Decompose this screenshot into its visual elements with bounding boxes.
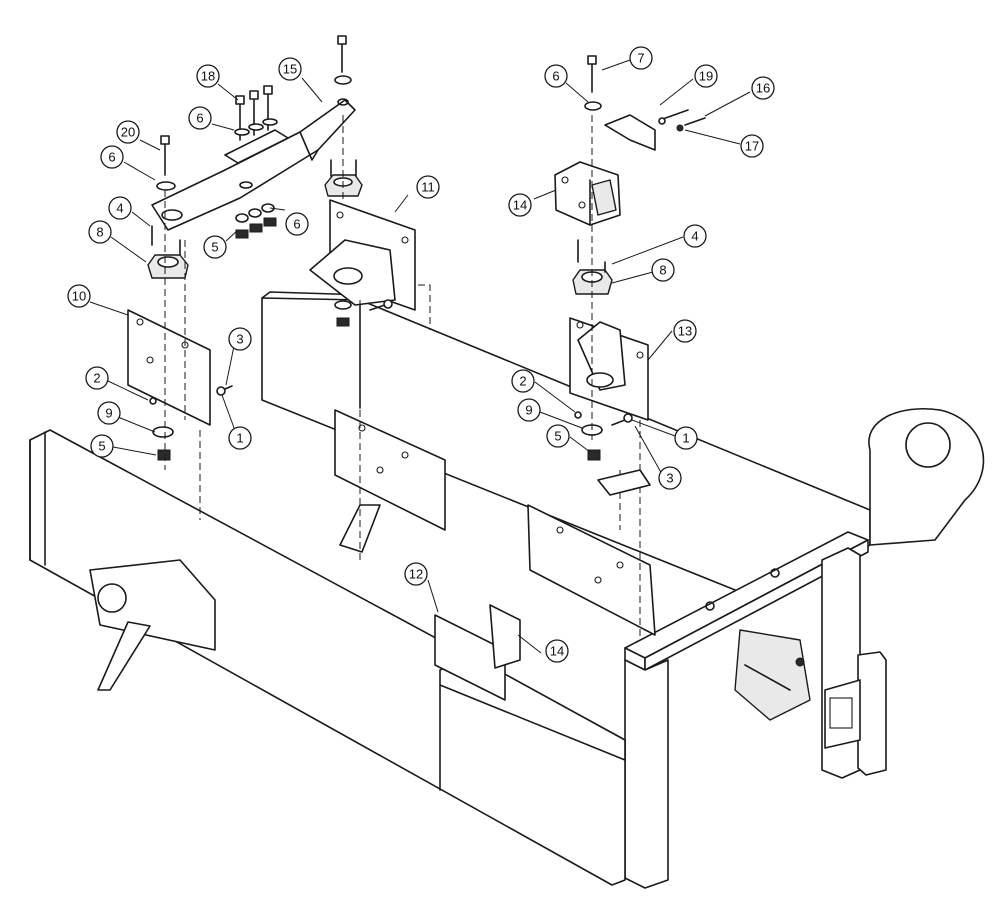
callout-9: 9 (517, 398, 541, 422)
lower-front-arm (89, 559, 216, 651)
hitch-assembly (734, 629, 811, 721)
callout-19: 19 (694, 64, 718, 88)
svg-text:18: 18 (201, 69, 215, 84)
callout-8: 8 (651, 258, 675, 282)
svg-text:5: 5 (554, 429, 561, 444)
callout-3: 3 (658, 466, 682, 490)
svg-text:14: 14 (550, 644, 564, 659)
svg-text:9: 9 (525, 403, 532, 418)
callout-7: 7 (629, 46, 653, 70)
callout-5: 5 (546, 424, 570, 448)
callout-16: 16 (751, 76, 775, 100)
callout-14: 14 (545, 639, 569, 663)
svg-text:6: 6 (552, 69, 559, 84)
callout-20: 20 (116, 120, 140, 144)
svg-text:1: 1 (682, 431, 689, 446)
left-mount-assembly (127, 35, 356, 520)
callout-5: 5 (203, 235, 227, 259)
right-mount-assembly (554, 55, 706, 640)
svg-text:13: 13 (678, 324, 692, 339)
callout-15: 15 (278, 57, 302, 81)
rear-mount-plate (527, 504, 656, 636)
callout-10: 10 (67, 284, 91, 308)
svg-text:8: 8 (659, 263, 666, 278)
center-brace (339, 504, 381, 553)
callout-2: 2 (85, 366, 109, 390)
callout-4: 4 (683, 224, 707, 248)
tow-hole (905, 422, 951, 468)
svg-text:4: 4 (116, 201, 123, 216)
svg-text:2: 2 (519, 374, 526, 389)
callout-6: 6 (285, 212, 309, 236)
svg-text:7: 7 (637, 51, 644, 66)
callouts: 20 18 15 6 6 6 4 8 5 11 10 3 2 1 9 5 6 7… (67, 46, 775, 663)
lower-bracket-14 (489, 604, 521, 669)
svg-text:11: 11 (421, 180, 435, 195)
svg-text:9: 9 (105, 406, 112, 421)
lower-bracket-12 (434, 614, 506, 701)
svg-text:20: 20 (121, 125, 135, 140)
svg-text:10: 10 (72, 289, 86, 304)
callout-14: 14 (508, 193, 532, 217)
svg-text:1: 1 (236, 431, 243, 446)
svg-text:6: 6 (108, 150, 115, 165)
callout-2: 2 (511, 369, 535, 393)
svg-text:6: 6 (196, 111, 203, 126)
callout-17: 17 (740, 134, 764, 158)
callout-8: 8 (88, 220, 112, 244)
svg-text:19: 19 (699, 69, 713, 84)
right-post-front (624, 659, 669, 889)
svg-text:3: 3 (666, 471, 673, 486)
center-mount-plate (334, 409, 446, 531)
callout-3: 3 (228, 327, 252, 351)
main-frame (29, 291, 985, 889)
callout-1: 1 (674, 426, 698, 450)
bracket-19 (604, 114, 656, 151)
callout-6: 6 (544, 64, 568, 88)
svg-text:3: 3 (236, 332, 243, 347)
svg-text:2: 2 (93, 371, 100, 386)
svg-text:4: 4 (691, 229, 698, 244)
right-tow-plate (868, 408, 985, 546)
svg-text:14: 14 (513, 198, 527, 213)
callout-5: 5 (90, 434, 114, 458)
svg-text:15: 15 (283, 62, 297, 77)
callout-9: 9 (97, 401, 121, 425)
svg-text:5: 5 (98, 439, 105, 454)
callout-18: 18 (196, 64, 220, 88)
callout-4: 4 (108, 196, 132, 220)
svg-text:8: 8 (96, 225, 103, 240)
callout-1: 1 (228, 426, 252, 450)
callout-11: 11 (416, 175, 440, 199)
svg-text:17: 17 (745, 139, 759, 154)
svg-text:5: 5 (211, 240, 218, 255)
svg-text:12: 12 (409, 567, 423, 582)
center-mount-assembly (309, 115, 431, 560)
callout-6: 6 (100, 145, 124, 169)
plate-10 (127, 309, 211, 426)
callout-13: 13 (673, 319, 697, 343)
svg-text:6: 6 (293, 217, 300, 232)
callout-12: 12 (404, 562, 428, 586)
callout-6: 6 (188, 106, 212, 130)
front-leg (97, 621, 151, 691)
callout-leaders (89, 59, 751, 654)
svg-text:16: 16 (756, 81, 770, 96)
